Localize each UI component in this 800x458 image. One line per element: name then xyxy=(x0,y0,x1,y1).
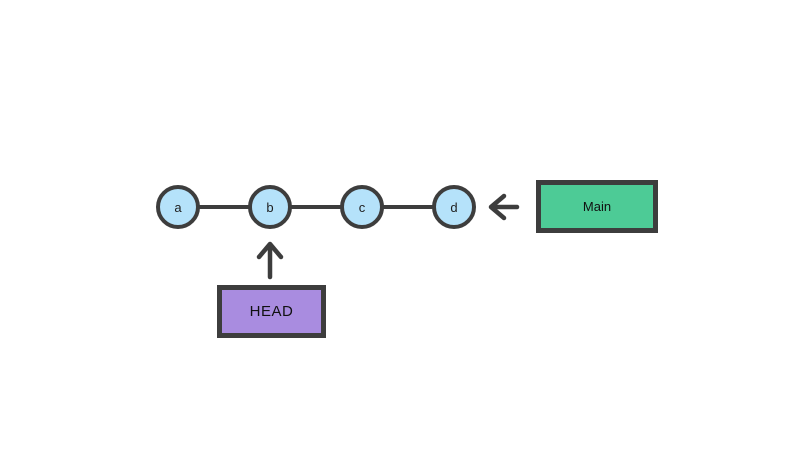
arrow-up-icon xyxy=(256,241,284,280)
commit-node-b: b xyxy=(248,185,292,229)
commit-node-a: a xyxy=(156,185,200,229)
main-branch-box: Main xyxy=(536,180,658,233)
main-branch-label: Main xyxy=(582,199,612,214)
commit-node-c: c xyxy=(340,185,384,229)
commit-node-label: c xyxy=(358,199,366,215)
commit-node-label: a xyxy=(174,199,182,215)
head-pointer-box: HEAD xyxy=(217,285,326,338)
commit-node-label: d xyxy=(450,199,458,215)
commit-connector-line xyxy=(178,205,454,209)
commit-node-label: b xyxy=(266,199,274,215)
commit-node-d: d xyxy=(432,185,476,229)
arrow-left-icon xyxy=(488,193,520,221)
head-pointer-label: HEAD xyxy=(249,303,294,320)
